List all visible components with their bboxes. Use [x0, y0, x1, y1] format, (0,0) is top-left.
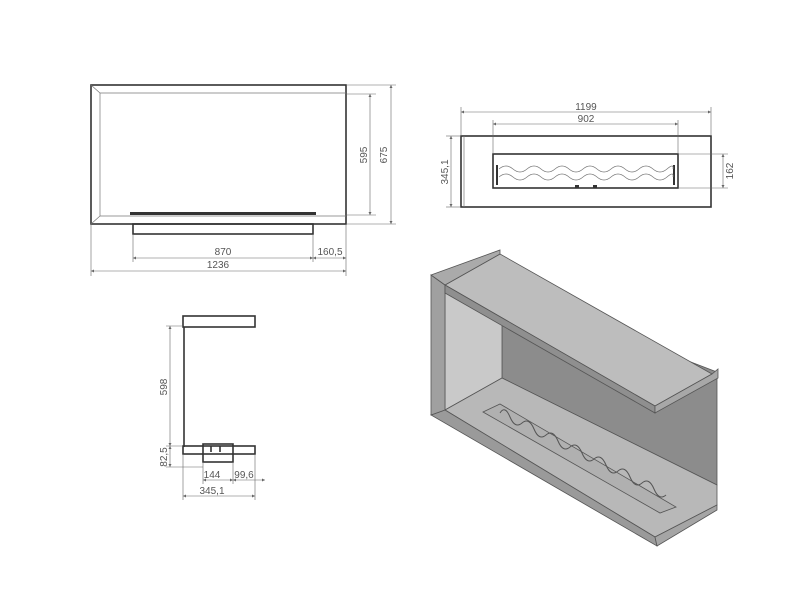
side-top-plate [182, 315, 256, 328]
front-burner-bar [130, 212, 316, 215]
dim-top-total-width: 1199 [575, 102, 597, 113]
dim-offset: 160,5 [317, 247, 342, 258]
dim-total-height: 675 [379, 146, 390, 163]
dim-side-total-depth: 345,1 [199, 486, 224, 497]
side-bottom-ledge [182, 445, 256, 455]
dim-top-depth: 345,1 [440, 159, 451, 184]
top-flame-wave-upper [498, 165, 674, 173]
top-outer [460, 135, 712, 208]
iso-burner-tray [482, 403, 677, 514]
dim-side-base-height: 82,5 [159, 447, 170, 467]
front-inner-top-edge [90, 84, 346, 94]
iso-flame-wave [499, 409, 667, 498]
dim-side-height: 598 [159, 378, 170, 395]
isometric-view [430, 249, 719, 547]
dim-top-burner-depth: 162 [725, 162, 736, 179]
side-burner-box [202, 443, 234, 463]
top-view: 1199 902 345,1 162 [440, 102, 736, 208]
dim-side-front-offset: 99,6 [234, 470, 254, 481]
dim-side-burner-depth: 144 [204, 470, 221, 481]
front-view: 595 675 870 160,5 1236 [90, 84, 396, 276]
dim-top-burner-width: 902 [578, 114, 595, 125]
front-inner-left-edge [90, 93, 101, 225]
iso-left-frame [430, 274, 446, 416]
front-outer-frame [90, 84, 347, 225]
dim-inner-height: 595 [359, 146, 370, 163]
dim-burner-width: 870 [215, 247, 232, 258]
front-burner-box [132, 223, 314, 235]
top-burner [492, 153, 679, 189]
top-flame-wave-lower [498, 173, 674, 181]
side-view: 598 82,5 144 99,6 345,1 [159, 315, 265, 500]
dim-total-width: 1236 [207, 260, 230, 271]
